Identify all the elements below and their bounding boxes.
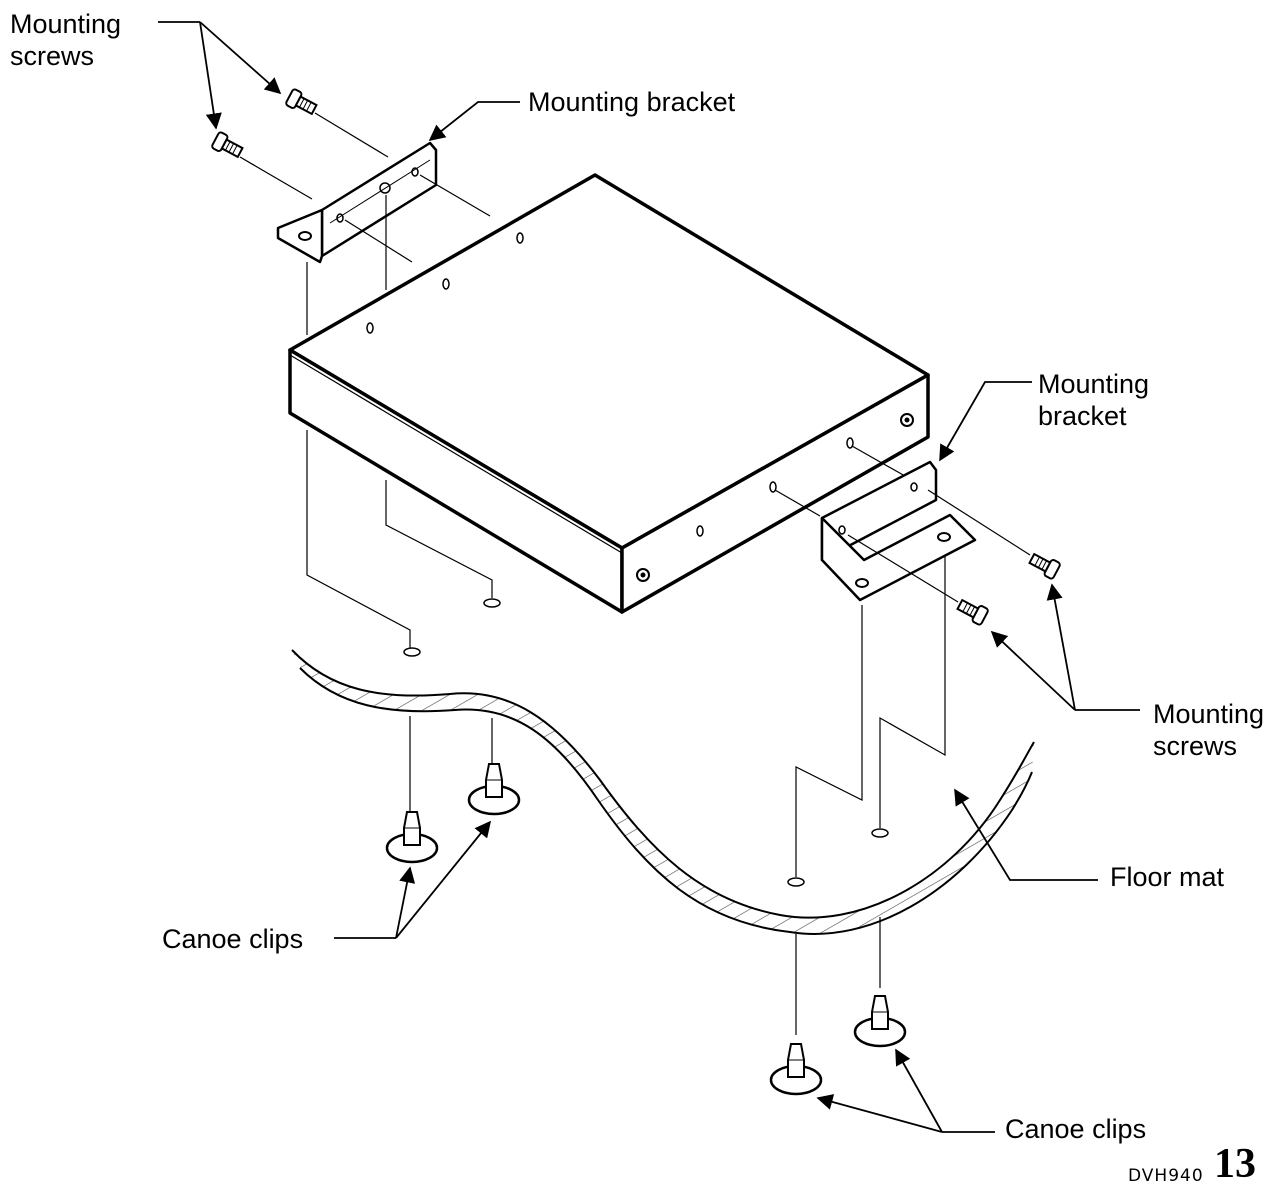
canoe-clip-4 (769, 1043, 823, 1096)
page-number: 13 (1214, 1141, 1256, 1187)
canoe-clip-1 (385, 811, 439, 864)
screw-top-1 (285, 88, 318, 116)
canoe-clip-3 (853, 995, 907, 1048)
screw-right-2 (956, 598, 989, 626)
assembly-guide-lines (239, 112, 1031, 1035)
floor-mat (291, 598, 1035, 935)
label-mounting-screws-top: Mounting screws (10, 9, 122, 71)
label-canoe-clips-bottom: Canoe clips (1005, 1114, 1147, 1144)
screw-right-1 (1028, 552, 1061, 580)
mounting-bracket-right (820, 460, 977, 602)
label-mounting-screws-right: Mounting screws (1153, 699, 1265, 761)
mounting-bracket-left (276, 141, 438, 264)
canoe-clip-2 (467, 763, 521, 816)
model-code: DVH940 (1128, 1166, 1204, 1186)
dvd-player-unit (288, 173, 930, 614)
screw-top-2 (211, 131, 244, 159)
label-canoe-clips-left: Canoe clips (162, 924, 304, 954)
label-mounting-bracket-top: Mounting bracket (528, 87, 736, 117)
callout-leaders (158, 21, 1140, 1133)
label-floor-mat: Floor mat (1110, 862, 1225, 892)
label-mounting-bracket-right: Mounting bracket (1038, 369, 1150, 431)
